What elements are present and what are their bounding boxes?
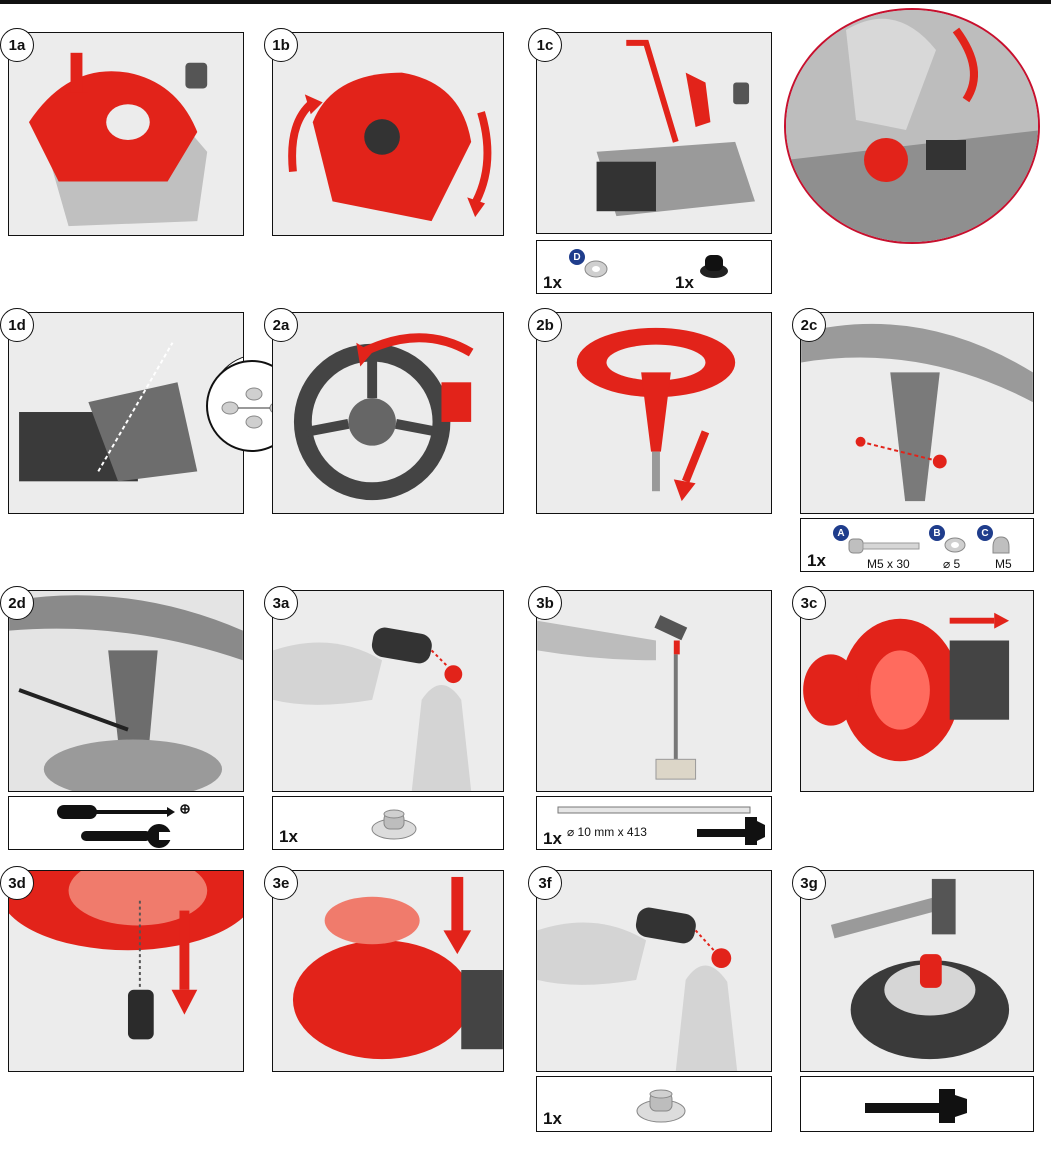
step-2c-photo [800, 312, 1034, 514]
step-1a-photo [8, 32, 244, 236]
part-size-label: ⌀ 5 [943, 557, 960, 571]
wheel-mount-illustration [273, 871, 503, 1071]
cap-icon [697, 249, 731, 281]
parts-box-3b: 1x ⌀ 10 mm x 413 [536, 796, 772, 850]
step-3b-photo [536, 590, 772, 792]
top-rule [0, 0, 1051, 4]
step-badge: 3b [528, 586, 562, 620]
parts-box-2c: 1x A M5 x 30 B ⌀ 5 C M5 [800, 518, 1034, 572]
hammer-icon [863, 1087, 973, 1125]
hub-cap-icon [633, 1083, 689, 1125]
zoom-detail-illustration [786, 10, 1040, 244]
axle-hammer-illustration [537, 591, 771, 791]
part-quantity: 1x [543, 1109, 562, 1129]
step-3g-photo [800, 870, 1034, 1072]
tools-box-2d [8, 796, 244, 850]
washer-icon [583, 259, 609, 279]
parts-box-3a: 1x [272, 796, 504, 850]
step-2b-photo [536, 312, 772, 514]
hub-hammer-illustration [801, 871, 1033, 1071]
seat-screw-illustration [537, 33, 771, 233]
step-badge: 3c [792, 586, 826, 620]
part-size-label: ⌀ 10 mm x 413 [567, 825, 647, 839]
part-size-label: M5 x 30 [867, 557, 910, 571]
step-badge: 1d [0, 308, 34, 342]
tighten-bolt-illustration [9, 591, 243, 791]
seat-rotate-illustration [273, 33, 503, 235]
step-3e-photo [272, 870, 504, 1072]
seat-install-illustration [9, 33, 243, 235]
part-quantity: 1x [675, 273, 694, 293]
hammer-icon [695, 811, 767, 847]
part-quantity: 1x [807, 551, 826, 571]
step-badge: 1a [0, 28, 34, 62]
hub-cap-icon [369, 803, 419, 843]
step-badge: 3f [528, 866, 562, 900]
tools-box-3g [800, 1076, 1034, 1132]
nut-icon [989, 535, 1013, 557]
step-badge: 1b [264, 28, 298, 62]
hub-cap-2-illustration [537, 871, 771, 1071]
detail-zoom-circle [784, 8, 1040, 244]
washer-icon [943, 535, 967, 555]
screwdriver-icon [55, 801, 195, 823]
steering-bolt-illustration [801, 313, 1033, 513]
steering-column-illustration [537, 313, 771, 513]
hub-cap-illustration [273, 591, 503, 791]
step-1b-photo [272, 32, 504, 236]
step-badge: 2a [264, 308, 298, 342]
step-3f-photo [536, 870, 772, 1072]
part-quantity: 1x [543, 273, 562, 293]
part-size-label: M5 [995, 557, 1012, 571]
step-3c-photo [800, 590, 1034, 792]
step-3a-photo [272, 590, 504, 792]
wrench-icon [79, 823, 175, 849]
step-badge: 3d [0, 866, 34, 900]
steering-wheel-illustration [273, 313, 503, 513]
step-3d-photo [8, 870, 244, 1072]
step-badge: 1c [528, 28, 562, 62]
step-badge: 2c [792, 308, 826, 342]
wheel-slide-illustration [801, 591, 1033, 791]
bolt-icon [847, 535, 923, 557]
step-badge: 3a [264, 586, 298, 620]
wheel-insert-illustration [9, 871, 243, 1071]
step-badge: 3e [264, 866, 298, 900]
step-1c-photo [536, 32, 772, 234]
step-badge: 2b [528, 308, 562, 342]
step-badge: 3g [792, 866, 826, 900]
step-badge: 2d [0, 586, 34, 620]
part-quantity: 1x [279, 827, 298, 847]
parts-box-3f: 1x [536, 1076, 772, 1132]
step-2a-photo [272, 312, 504, 514]
step-2d-photo [8, 590, 244, 792]
part-quantity: 1x [543, 829, 562, 849]
parts-box-1c: 1x D 1x [536, 240, 772, 294]
